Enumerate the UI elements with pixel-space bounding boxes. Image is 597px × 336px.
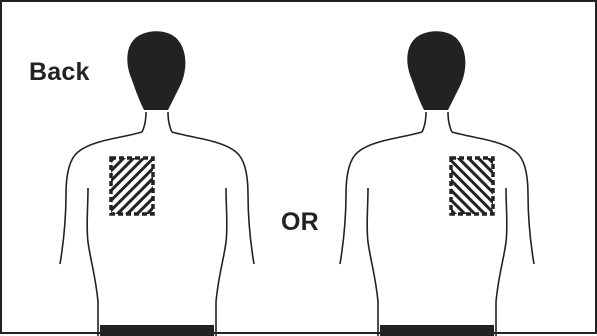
body-outline-right <box>330 2 550 336</box>
patch-left <box>111 158 153 214</box>
head <box>127 31 185 110</box>
body-outline-left <box>50 2 270 336</box>
or-label: OR <box>281 210 319 235</box>
patch-right <box>451 158 493 214</box>
back-figure-right <box>330 2 550 336</box>
head <box>407 31 465 110</box>
back-figure-left <box>50 2 270 336</box>
